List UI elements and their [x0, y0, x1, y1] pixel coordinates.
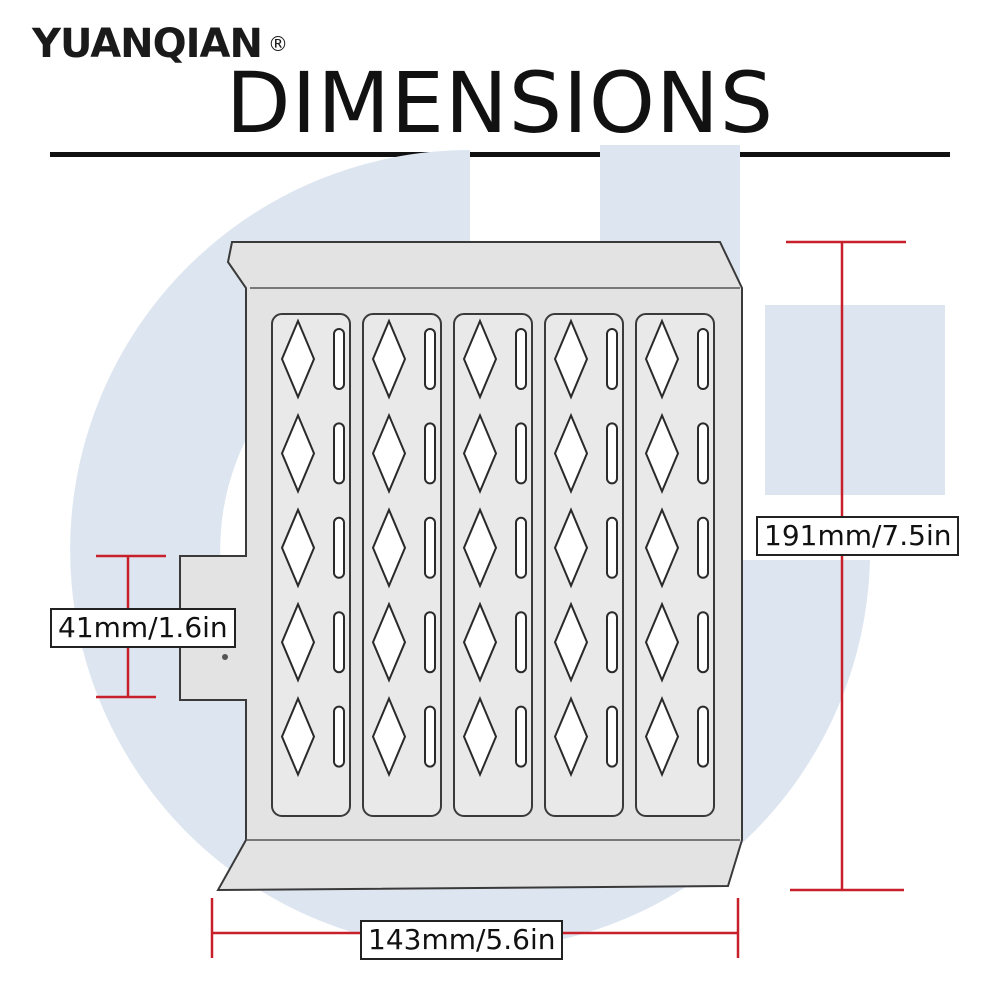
diamond-vent — [462, 507, 498, 589]
diamond-vent — [462, 601, 498, 683]
diamond-vent — [280, 601, 316, 683]
slot-vent — [697, 328, 709, 390]
diamond-vent — [371, 412, 407, 494]
diamond-vent — [371, 318, 407, 400]
slot-vent — [515, 422, 527, 485]
slot-vent — [333, 328, 345, 390]
slot-vent — [697, 705, 709, 768]
width-label: 143mm/5.6in — [360, 920, 564, 960]
diamond-vent — [553, 412, 589, 494]
slot-vent — [515, 705, 527, 768]
slot-vent — [333, 516, 345, 579]
slot-vent — [606, 705, 618, 768]
slot-vent — [697, 422, 709, 485]
diamond-vent — [462, 318, 498, 400]
diamond-vent — [644, 412, 680, 494]
diamond-vent — [280, 412, 316, 494]
diamond-vent — [553, 601, 589, 683]
diamond-vent — [280, 507, 316, 589]
title-divider — [50, 152, 950, 157]
brand-name: YUANQIAN — [32, 21, 263, 67]
diamond-vent — [644, 696, 680, 778]
radiator-guard — [179, 241, 743, 892]
brand-logo: YUANQIAN® — [32, 21, 288, 67]
slot-vent — [424, 705, 436, 768]
tab-height-label: 41mm/1.6in — [50, 608, 236, 648]
diamond-vent — [371, 696, 407, 778]
diamond-vent — [644, 318, 680, 400]
slot-vent — [424, 516, 436, 579]
slot-vent — [424, 328, 436, 390]
diamond-vent — [462, 412, 498, 494]
vent-panels — [271, 313, 715, 817]
slot-vent — [515, 516, 527, 579]
page-title: DIMENSIONS — [225, 54, 775, 152]
diamond-vent — [553, 507, 589, 589]
diamond-vent — [553, 696, 589, 778]
slot-vent — [606, 422, 618, 485]
registered-mark: ® — [267, 32, 288, 56]
slot-vent — [515, 328, 527, 390]
slot-vent — [515, 611, 527, 674]
height-label: 191mm/7.5in — [756, 516, 960, 556]
diamond-vent — [553, 318, 589, 400]
diamond-vent — [371, 507, 407, 589]
slot-vent — [424, 422, 436, 485]
slot-vent — [424, 611, 436, 674]
slot-vent — [697, 516, 709, 579]
slot-vent — [606, 611, 618, 674]
diamond-vent — [644, 601, 680, 683]
diamond-vent — [371, 601, 407, 683]
diamond-vent — [644, 507, 680, 589]
slot-vent — [333, 422, 345, 485]
slot-vent — [333, 611, 345, 674]
slot-vent — [606, 328, 618, 390]
slot-vent — [697, 611, 709, 674]
diamond-vent — [280, 318, 316, 400]
slot-vent — [606, 516, 618, 579]
diamond-vent — [280, 696, 316, 778]
height-dimension — [786, 240, 906, 892]
diamond-vent — [462, 696, 498, 778]
slot-vent — [333, 705, 345, 768]
